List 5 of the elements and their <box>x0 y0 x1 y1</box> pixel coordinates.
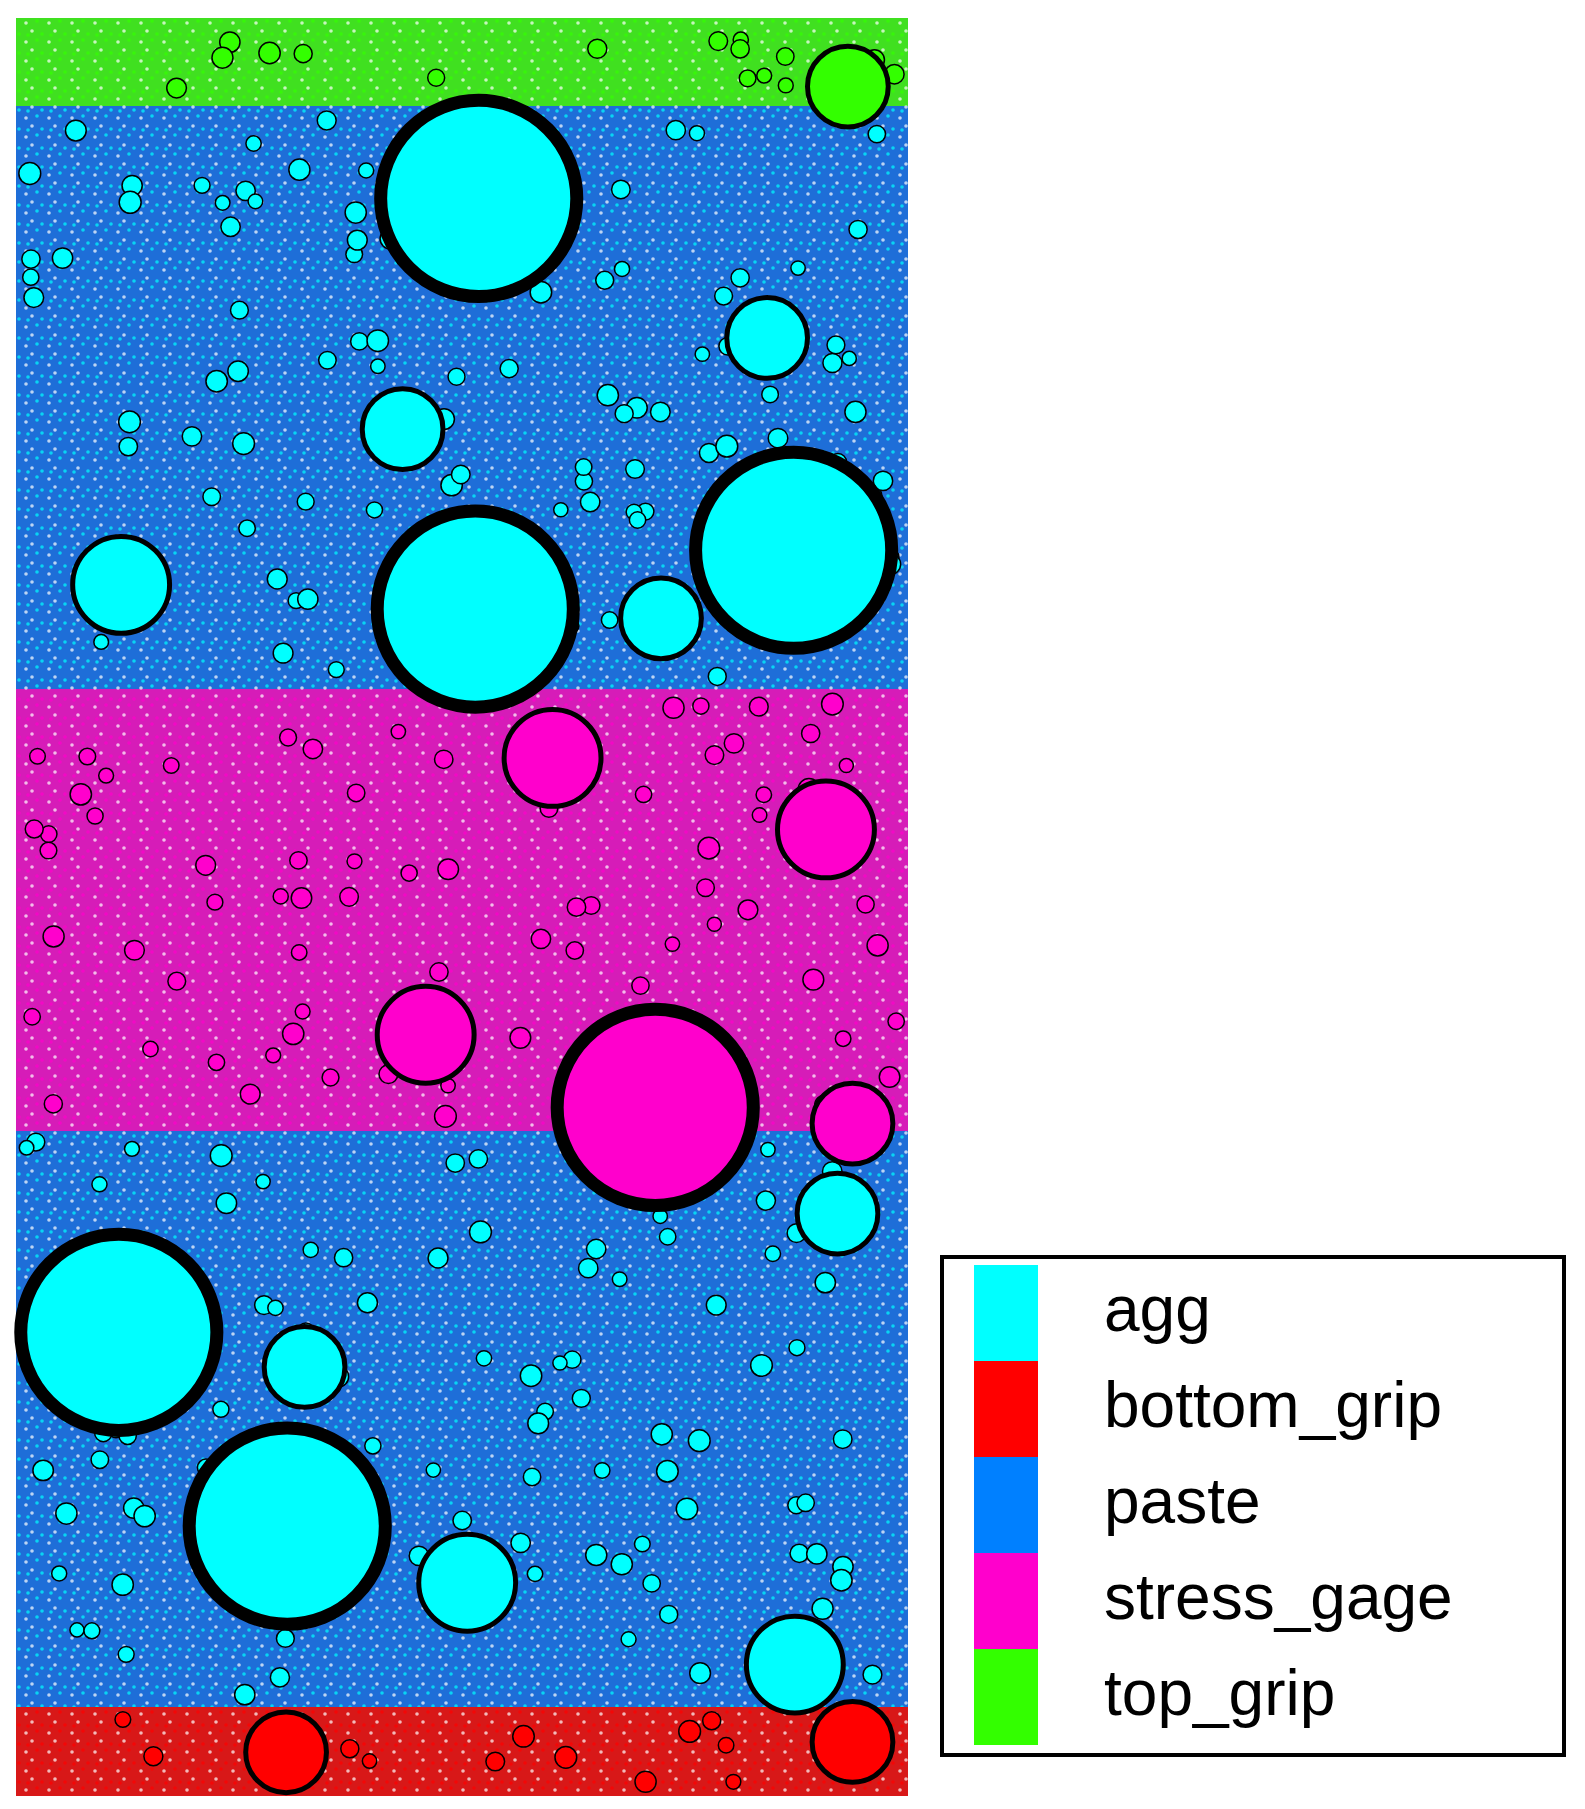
legend-label: paste <box>1104 1464 1261 1539</box>
legend-label: stress_gage <box>1104 1560 1453 1635</box>
legend-label: bottom_grip <box>1104 1368 1442 1443</box>
legend-label: top_grip <box>1104 1656 1336 1731</box>
legend-label: agg <box>1104 1272 1211 1347</box>
